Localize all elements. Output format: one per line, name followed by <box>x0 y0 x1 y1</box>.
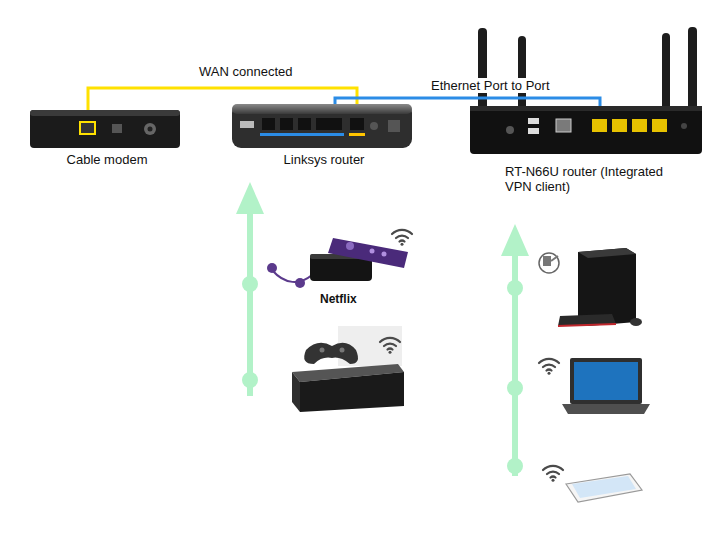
linksys-router-picture <box>232 104 412 148</box>
network-cable <box>335 98 600 106</box>
game-console-picture <box>292 326 404 412</box>
device-label: Linksys router <box>232 152 416 167</box>
device-caption: Netflix <box>320 292 357 306</box>
wireless-arrow-left <box>236 182 264 396</box>
laptop-picture <box>539 358 650 414</box>
wireless-arrow-right <box>501 224 529 476</box>
streaming-box-picture <box>267 230 412 288</box>
cable-modem-picture <box>30 110 180 148</box>
desktop-pc-picture <box>539 248 642 326</box>
network-cable <box>88 88 357 110</box>
device-label: Cable modem <box>30 152 184 167</box>
cable-label: WAN connected <box>196 64 295 79</box>
cable-label: Ethernet Port to Port <box>428 78 553 93</box>
device-node: Cable modem <box>30 110 184 167</box>
tablet-picture <box>543 466 642 502</box>
device-label: RT-N66U router (Integrated VPN client) <box>505 164 665 194</box>
device-node: RT-N66U router (Integrated VPN client) <box>470 106 702 194</box>
device-node: Linksys router <box>232 104 416 167</box>
